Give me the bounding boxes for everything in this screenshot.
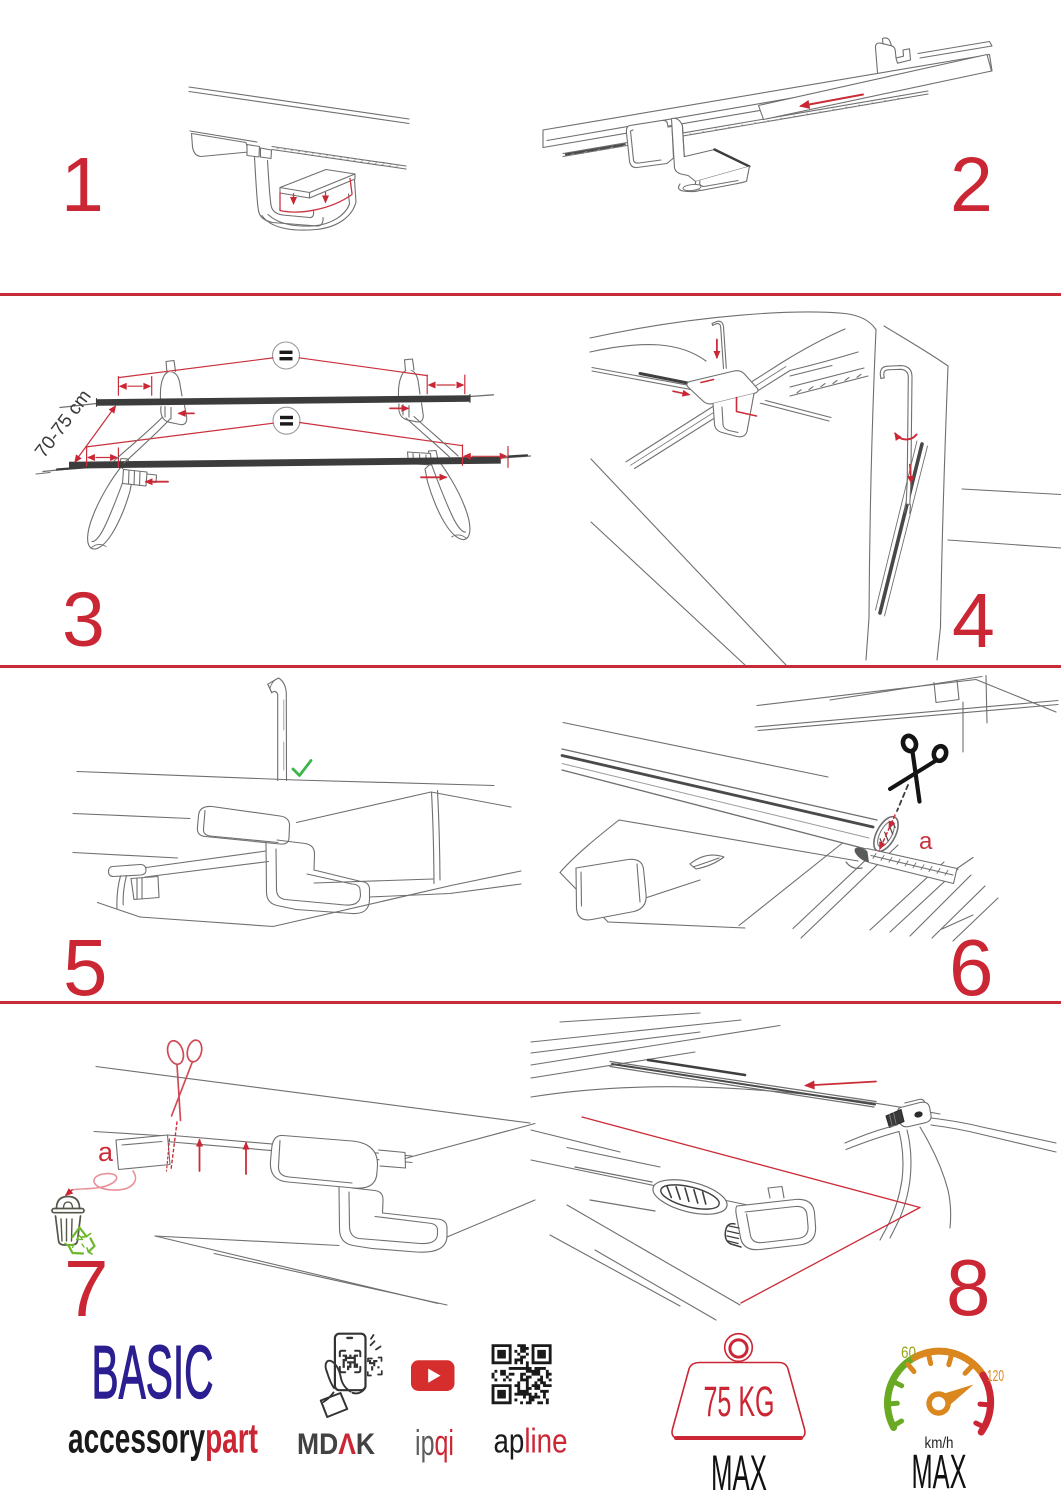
svg-text:120: 120 bbox=[987, 1368, 1004, 1385]
svg-text:4: 4 bbox=[952, 578, 995, 664]
svg-text:ipqi: ipqi bbox=[415, 1422, 454, 1463]
svg-text:apline: apline bbox=[494, 1423, 568, 1461]
svg-text:accessorypart: accessorypart bbox=[68, 1415, 258, 1462]
svg-text:75 KG: 75 KG bbox=[704, 1378, 775, 1426]
svg-text:5: 5 bbox=[63, 923, 108, 1012]
svg-text:7: 7 bbox=[64, 1244, 109, 1333]
svg-text:1: 1 bbox=[61, 142, 104, 228]
svg-text:6: 6 bbox=[949, 923, 994, 1012]
svg-text:3: 3 bbox=[62, 577, 105, 663]
svg-text:MAX: MAX bbox=[711, 1445, 767, 1500]
svg-text:a: a bbox=[98, 1137, 114, 1167]
svg-text:km/h: km/h bbox=[925, 1435, 954, 1452]
svg-text:a: a bbox=[919, 828, 933, 855]
svg-text:2: 2 bbox=[950, 142, 993, 228]
svg-text:MDΛK: MDΛK bbox=[297, 1428, 375, 1461]
svg-text:70-75 cm: 70-75 cm bbox=[31, 386, 95, 462]
svg-text:8: 8 bbox=[946, 1243, 991, 1332]
svg-text:MAX: MAX bbox=[912, 1446, 967, 1499]
svg-text:60: 60 bbox=[901, 1343, 916, 1362]
svg-text:BASIC: BASIC bbox=[92, 1330, 214, 1414]
